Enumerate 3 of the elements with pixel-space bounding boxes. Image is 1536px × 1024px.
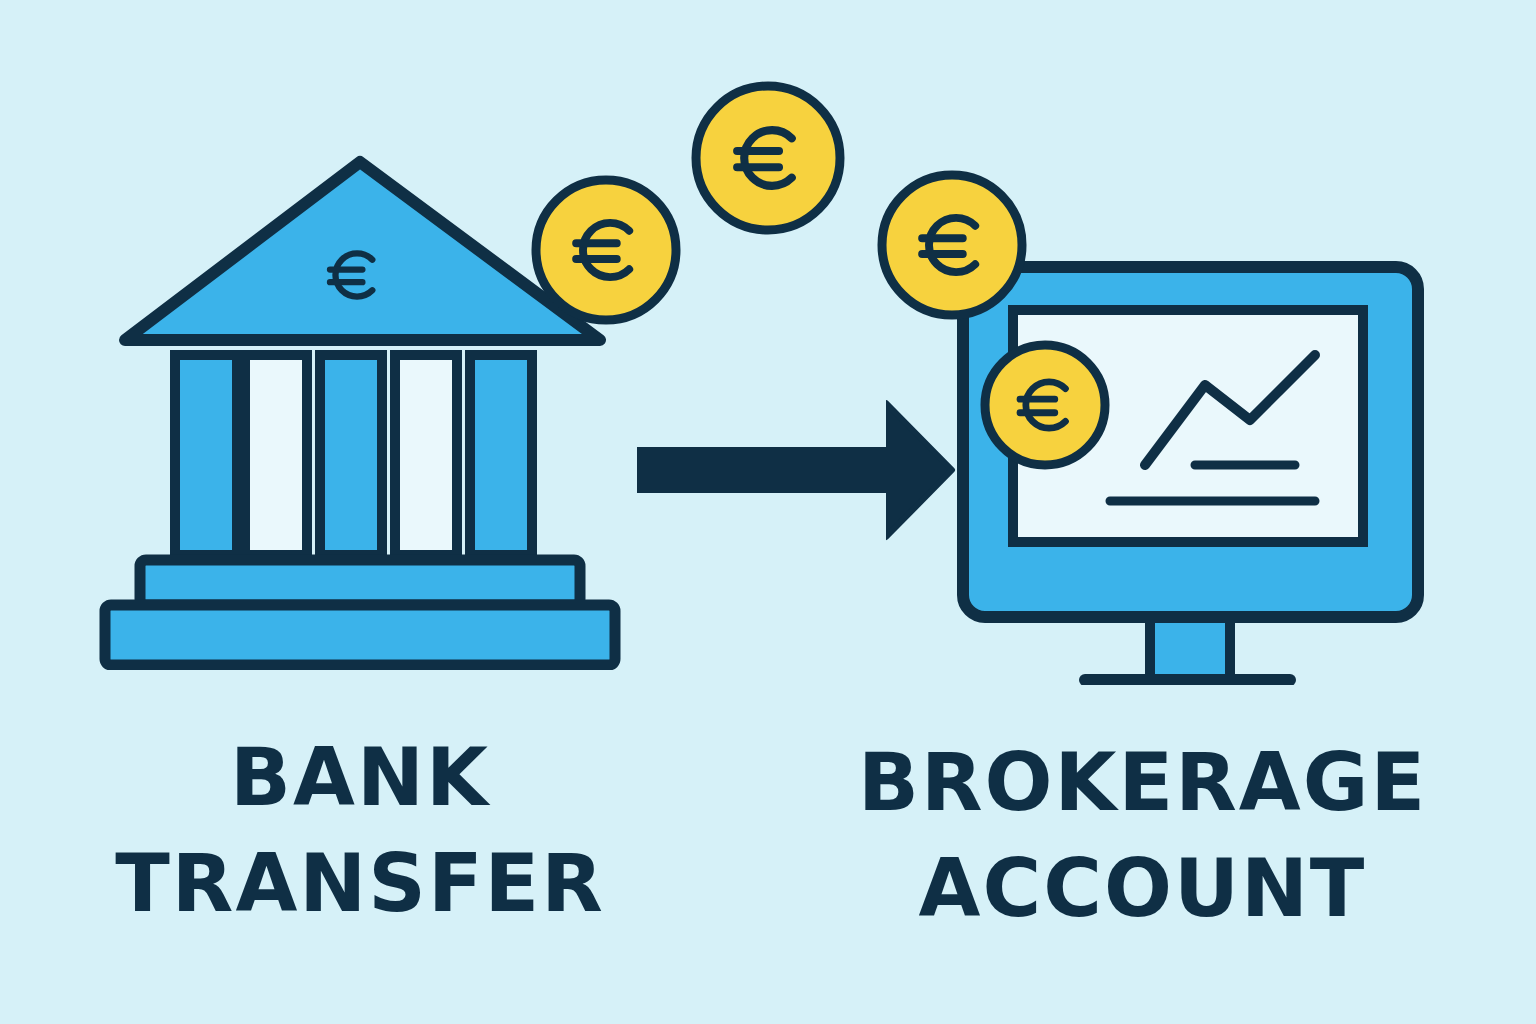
node-label: BROKERAGE ACCOUNT <box>856 735 1429 937</box>
arrow <box>637 400 955 540</box>
node-label: BANK TRANSFER <box>114 730 606 932</box>
